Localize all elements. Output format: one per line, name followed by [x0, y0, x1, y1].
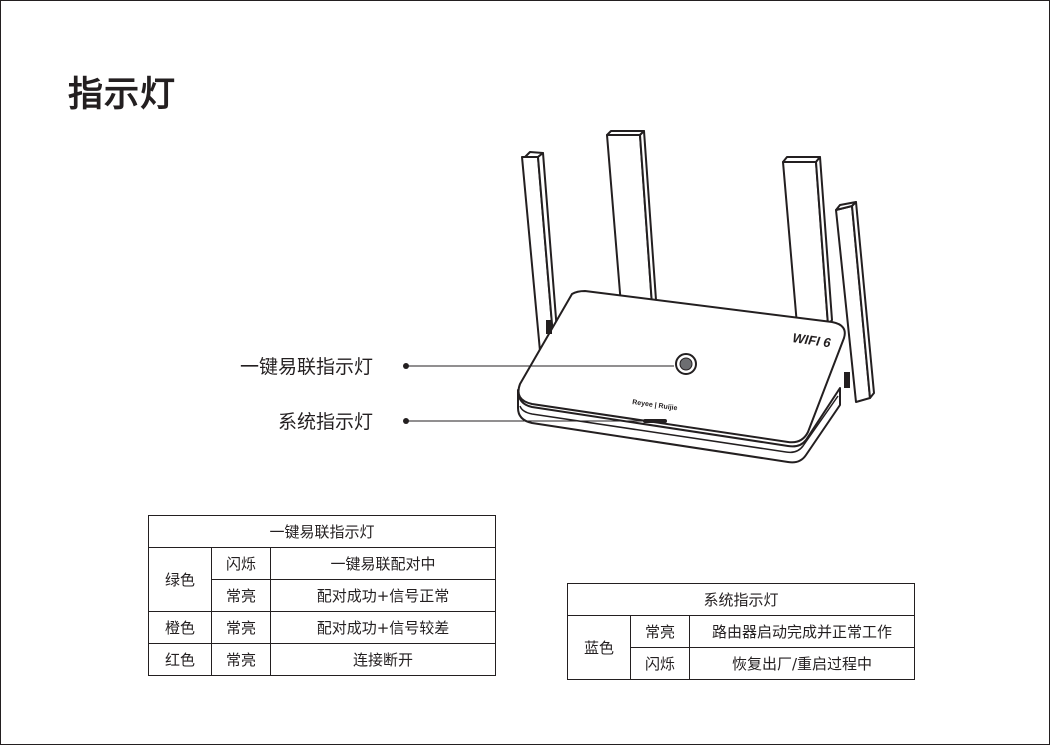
meaning-cell: 路由器启动完成并正常工作 — [689, 615, 915, 648]
callout-label-system-light: 系统指示灯 — [278, 411, 374, 433]
pairing-light-table: 一键易联指示灯 绿色 闪烁 一键易联配对中 常亮 配对成功+信号正常 橙色 常亮… — [148, 515, 496, 676]
antenna-back-left — [606, 130, 657, 306]
meaning-cell: 配对成功+信号正常 — [270, 579, 496, 612]
table-row: 绿色 闪烁 一键易联配对中 — [148, 547, 496, 612]
callout-line-pairing — [403, 363, 674, 369]
system-light-table: 系统指示灯 蓝色 常亮 路由器启动完成并正常工作 闪烁 恢复出厂/重启过程中 — [567, 583, 915, 680]
state-cell: 常亮 — [211, 579, 271, 612]
meaning-cell: 恢复出厂/重启过程中 — [689, 647, 915, 680]
meaning-cell: 连接断开 — [270, 643, 496, 676]
antenna-left — [521, 151, 559, 352]
color-cell: 红色 — [148, 643, 212, 676]
state-cell: 常亮 — [211, 643, 271, 676]
state-cell: 常亮 — [211, 611, 271, 644]
color-cell: 绿色 — [148, 547, 212, 612]
table-header: 系统指示灯 — [567, 583, 915, 616]
callout-label-pairing-light: 一键易联指示灯 — [240, 356, 374, 378]
router-front-side — [517, 387, 841, 464]
state-cell: 闪烁 — [211, 547, 271, 580]
pairing-button-icon — [675, 353, 697, 375]
wifi6-mark: WIFI 6 — [792, 330, 833, 350]
state-cell: 常亮 — [630, 615, 690, 648]
table-header: 一键易联指示灯 — [148, 515, 496, 548]
antenna-back-right — [782, 156, 833, 326]
table-row: 红色 常亮 连接断开 — [148, 643, 496, 676]
table-row: 橙色 常亮 配对成功+信号较差 — [148, 611, 496, 644]
system-light-slot — [643, 419, 667, 423]
antenna-right — [835, 201, 875, 403]
table-row: 闪烁 恢复出厂/重启过程中 — [568, 647, 915, 680]
table-row: 蓝色 常亮 路由器启动完成并正常工作 — [567, 615, 915, 680]
meaning-cell: 一键易联配对中 — [270, 547, 496, 580]
color-cell: 蓝色 — [567, 615, 631, 680]
state-cell: 闪烁 — [630, 647, 690, 680]
meaning-cell: 配对成功+信号较差 — [270, 611, 496, 644]
page-title: 指示灯 — [68, 75, 177, 115]
callout-line-system — [403, 418, 643, 424]
color-cell: 橙色 — [148, 611, 212, 644]
